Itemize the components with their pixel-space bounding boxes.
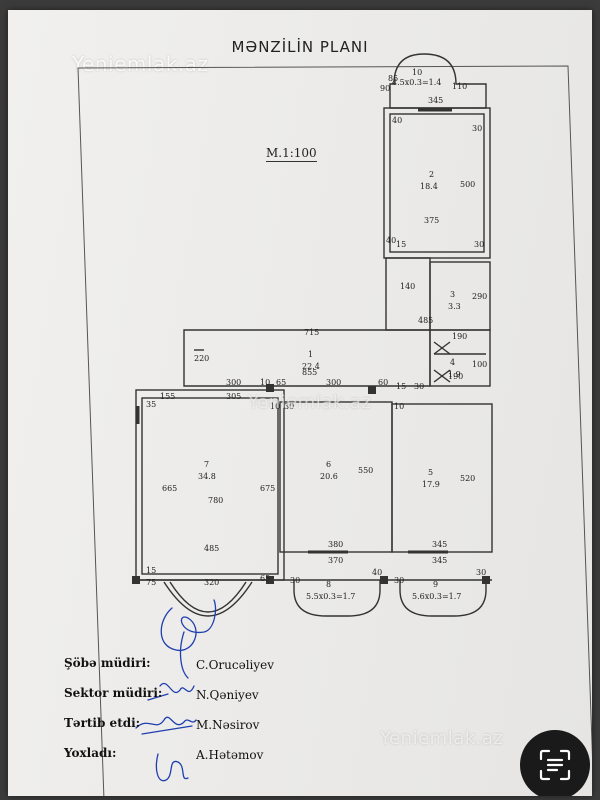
dimension: 10 [394,402,405,411]
dimension: 30 [476,568,487,577]
room-number: 4 [450,358,456,367]
floor-plan-drawing [77,53,592,796]
dimension: 485 [418,316,434,325]
plan-sheet: Yeniemlak.az MƏNZİLİN PLANI M.1:100 [8,10,592,796]
dimension: 15 [396,382,407,391]
room-area: 1.9 [448,370,461,379]
dimension: 500 [460,180,476,189]
signature-role: Yoxladı: [64,746,117,760]
dimension: 485 [204,544,220,553]
dimension: 305 [226,392,242,401]
dimension: 375 [424,216,440,225]
dimension: 665 [162,484,178,493]
room-number: 10 [412,68,423,77]
dimension: 220 [194,354,210,363]
signature-role: Tərtib etdi: [64,716,141,730]
dimension: 40 [372,568,383,577]
dimension: 30 [474,240,485,249]
dimension: 370 [328,556,344,565]
dimension: 140 [400,282,416,291]
room-number: 5 [428,468,434,477]
dimension: 380 [328,540,344,549]
dimension: 65 [260,574,271,583]
text-scan-icon [539,749,571,781]
room-number: 2 [429,170,435,179]
dimension: 290 [472,292,488,301]
dimension: 345 [428,96,444,105]
dimension: 65 [276,378,287,387]
room-number: 6 [326,460,332,469]
dimension: 60 [378,378,389,387]
dimension: 520 [460,474,476,483]
room-area: 22.4 [302,362,320,371]
scale-label: M.1:100 [266,146,317,162]
dimension: 855 [302,368,318,377]
watermark: Yeniemlak.az [380,728,504,749]
dimension: 15 [396,240,407,249]
room-area: 3.3 [448,302,461,311]
text-scan-button[interactable] [520,730,590,796]
signature-scribbles [135,599,217,782]
signature-role: Şöbə müdiri: [64,656,151,670]
room-area: 17.9 [422,480,440,489]
plan-title: MƏNZİLİN PLANI [231,38,369,56]
dimension: 35 [146,400,157,409]
room-area: 5.5x0.3=1.7 [306,592,356,601]
dimension: 30 [472,124,483,133]
dimension: 110 [452,82,468,91]
signature-name: A.Hətəmov [196,748,264,762]
dimension: 10 [260,378,271,387]
dimension: 300 [226,378,242,387]
room-area: 4.5x0.3=1.4 [392,78,442,87]
dimension: 10 [270,402,281,411]
dimension: 40 [392,116,403,125]
dimension: 40 [386,236,397,245]
room-number: 8 [326,580,332,589]
signature-name: M.Nəsirov [196,718,260,732]
dimension: 320 [204,578,220,587]
dimension: 30 [414,382,425,391]
room-area: 5.6x0.3=1.7 [412,592,462,601]
room-number: 3 [450,290,456,299]
dimension: 550 [358,466,374,475]
room-number: 7 [204,460,210,469]
room-area: 34.8 [198,472,216,481]
dimension: 75 [146,578,157,587]
dimension: 780 [208,496,224,505]
signature-role: Sektor müdiri: [64,686,163,700]
dimension: 345 [432,540,448,549]
signature-name: N.Qəniyev [196,688,259,702]
watermark: Yeniemlak.az [72,52,209,76]
dimension: 190 [452,332,468,341]
dimension: 30 [394,576,405,585]
dimension: 15 [146,566,157,575]
dimension: 190 [448,372,464,381]
watermark: Yeniemlak.az [248,392,372,413]
dimension: 155 [160,392,176,401]
dimension: 675 [260,484,276,493]
room-number: 9 [433,580,439,589]
dimension: 90 [380,84,391,93]
dimension: 715 [304,328,320,337]
dimension: 30 [290,576,301,585]
room-number: 1 [308,350,314,359]
room-area: 20.6 [320,472,338,481]
dimension: 30 [284,402,295,411]
dimension: 300 [326,378,342,387]
dimension: 100 [472,360,488,369]
room-area: 18.4 [420,182,438,191]
signature-name: C.Orucəliyev [196,658,275,672]
dimension: 345 [432,556,448,565]
dimension: 85 [388,74,399,83]
